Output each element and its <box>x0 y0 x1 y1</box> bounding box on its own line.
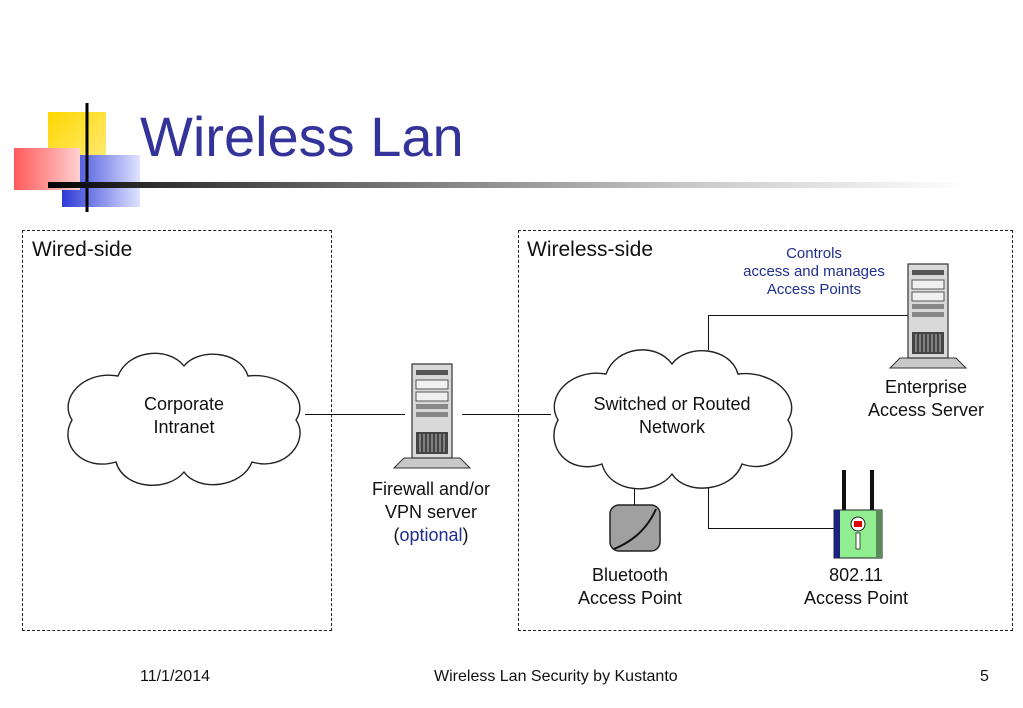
controls-note: Controls access and manages Access Point… <box>724 245 904 299</box>
server-tower-icon <box>392 363 472 469</box>
enterprise-server-line2: Access Server <box>867 400 985 420</box>
switched-network-label: Switched or Routed Network <box>572 393 772 439</box>
cloud-icon <box>553 349 793 490</box>
enterprise-server-line1: Enterprise <box>884 377 968 397</box>
paren-open: ( <box>393 525 400 545</box>
corporate-intranet-line2: Intranet <box>153 417 215 437</box>
server-tower-icon <box>888 263 968 369</box>
bluetooth-ap-label: Bluetooth Access Point <box>560 564 700 610</box>
corporate-intranet-line1: Corporate <box>143 394 225 414</box>
connector-network-to-bluetooth <box>634 480 635 505</box>
paren-close: ) <box>462 525 469 545</box>
footer-center-text: Wireless Lan Security by Kustanto <box>434 668 678 685</box>
wired-side-panel <box>22 230 332 631</box>
connector-network-to-wifi-ap <box>708 528 836 529</box>
slide-title: Wireless Lan <box>140 105 464 168</box>
switched-network-line2: Network <box>638 417 705 437</box>
page-number: 5 <box>980 668 989 685</box>
cloud-icon <box>67 352 301 486</box>
bluetooth-ap-line2: Access Point <box>577 588 683 608</box>
firewall-line3: (optional) <box>346 524 516 547</box>
title-underline-rule <box>48 182 968 188</box>
controls-note-line2: access and manages <box>743 263 885 280</box>
connector-intranet-to-firewall <box>305 414 405 415</box>
connector-network-down <box>708 484 709 529</box>
wireless-side-panel <box>518 230 1013 631</box>
footer-date: 11/1/2014 <box>140 668 210 685</box>
wifi-access-point-icon <box>833 470 883 559</box>
switched-network-line1: Switched or Routed <box>593 394 751 414</box>
controls-note-line1: Controls <box>786 245 842 262</box>
firewall-line2: VPN server <box>384 502 478 522</box>
bluetooth-access-point-icon <box>609 504 661 552</box>
firewall-line1: Firewall and/or <box>371 479 491 499</box>
wifi-ap-line1: 802.11 <box>829 565 883 585</box>
corporate-intranet-label: Corporate Intranet <box>104 393 264 439</box>
firewall-label: Firewall and/or VPN server (optional) <box>346 478 516 547</box>
wifi-ap-label: 802.11 Access Point <box>786 564 926 610</box>
connector-firewall-to-network <box>462 414 551 415</box>
enterprise-server-label: Enterprise Access Server <box>846 376 1006 422</box>
connector-network-up <box>708 315 709 350</box>
wifi-ap-line2: Access Point <box>803 588 909 608</box>
bluetooth-ap-line1: Bluetooth <box>591 565 669 585</box>
wireless-side-label: Wireless-side <box>527 238 654 261</box>
connector-network-to-server <box>708 315 910 316</box>
wired-side-label: Wired-side <box>32 238 133 261</box>
optional-text: optional <box>399 525 463 545</box>
controls-note-line3: Access Points <box>766 281 862 298</box>
